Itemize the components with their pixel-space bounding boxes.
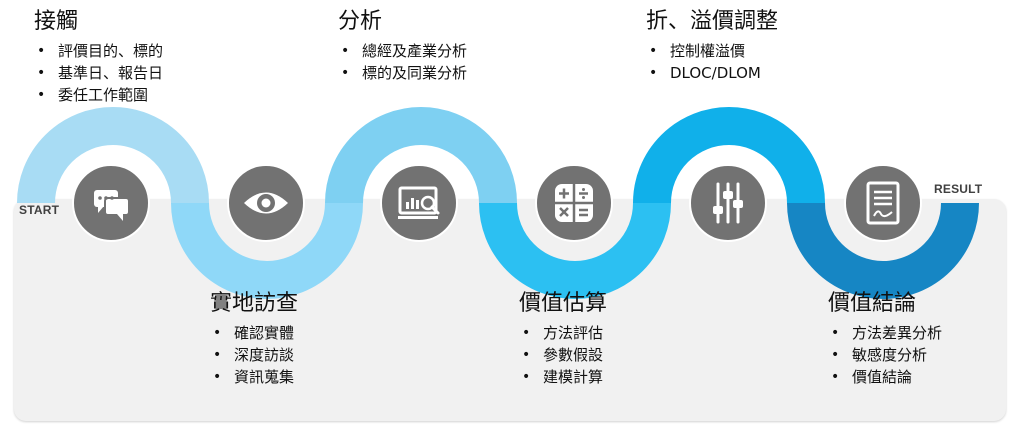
- step-title: 接觸: [34, 9, 79, 34]
- chat-bubbles-icon: [72, 164, 150, 242]
- step-premium-discount-adjustment: 折、溢價調整 控制權溢價 DLOC/DLOM: [646, 8, 876, 84]
- step-title: 分析: [338, 9, 383, 34]
- list-item: 確認實體: [210, 322, 440, 344]
- wave-arc-4: [479, 202, 671, 299]
- list-item: 建模計算: [519, 366, 749, 388]
- step-title: 實地訪查: [210, 291, 299, 316]
- step-value-conclusion: 價值結論 方法差異分析 敏感度分析 價值結論: [828, 290, 1024, 388]
- sliders-icon: [689, 164, 767, 242]
- wave-arc-3: [325, 107, 517, 204]
- wave-arc-5: [633, 107, 825, 204]
- wave-arc-1: [17, 107, 209, 204]
- list-item: 價值結論: [828, 366, 1024, 388]
- list-item: 方法評估: [519, 322, 749, 344]
- step-bullet-list: 方法差異分析 敏感度分析 價值結論: [828, 322, 1024, 388]
- list-item: 敏感度分析: [828, 344, 1024, 366]
- step-bullet-list: 方法評估 參數假設 建模計算: [519, 322, 749, 388]
- list-item: 總經及產業分析: [338, 40, 568, 62]
- step-title: 價值估算: [519, 291, 608, 316]
- list-item: 委任工作範圍: [34, 84, 264, 106]
- list-item: 評價目的、標的: [34, 40, 264, 62]
- list-item: 控制權溢價: [646, 40, 876, 62]
- step-value-estimation: 價值估算 方法評估 參數假設 建模計算: [519, 290, 749, 388]
- list-item: 資訊蒐集: [210, 366, 440, 388]
- eye-icon: [227, 164, 305, 242]
- start-marker: START: [19, 203, 60, 217]
- step-title: 折、溢價調整: [646, 9, 779, 34]
- list-item: 基準日、報告日: [34, 62, 264, 84]
- list-item: DLOC/DLOM: [646, 62, 876, 84]
- step-bullet-list: 評價目的、標的 基準日、報告日 委任工作範圍: [34, 40, 264, 106]
- step-bullet-list: 確認實體 深度訪談 資訊蒐集: [210, 322, 440, 388]
- step-analysis: 分析 總經及產業分析 標的及同業分析: [338, 8, 568, 84]
- step-title: 價值結論: [828, 291, 917, 316]
- step-site-visit: 實地訪查 確認實體 深度訪談 資訊蒐集: [210, 290, 440, 388]
- wave-arc-2: [171, 202, 363, 299]
- chart-magnifier-icon: [380, 164, 458, 242]
- list-item: 參數假設: [519, 344, 749, 366]
- list-item: 標的及同業分析: [338, 62, 568, 84]
- report-document-icon: [844, 164, 922, 242]
- list-item: 方法差異分析: [828, 322, 1024, 344]
- wave-arc-6: [787, 202, 979, 299]
- step-bullet-list: 控制權溢價 DLOC/DLOM: [646, 40, 876, 84]
- list-item: 深度訪談: [210, 344, 440, 366]
- calculator-icon: [535, 164, 613, 242]
- step-contact: 接觸 評價目的、標的 基準日、報告日 委任工作範圍: [34, 8, 264, 106]
- step-bullet-list: 總經及產業分析 標的及同業分析: [338, 40, 568, 84]
- result-marker: RESULT: [934, 182, 983, 196]
